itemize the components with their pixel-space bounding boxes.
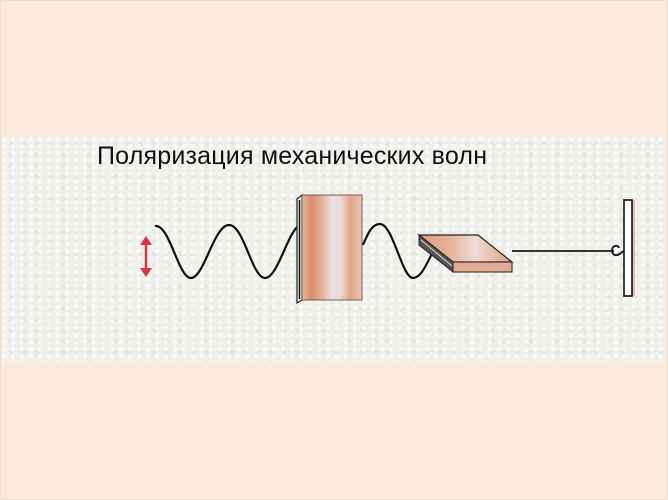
vertical-slit-board <box>296 193 363 305</box>
wall <box>623 199 635 297</box>
transverse-wave-passed <box>361 222 434 280</box>
horizontal-slit-plate <box>417 233 514 274</box>
slide-title: Поляризация механических волн <box>97 142 488 170</box>
hook-icon <box>611 244 625 257</box>
transverse-wave-incoming <box>154 223 301 280</box>
double-vertical-arrow-icon <box>140 236 152 277</box>
diagram-band <box>2 137 666 362</box>
